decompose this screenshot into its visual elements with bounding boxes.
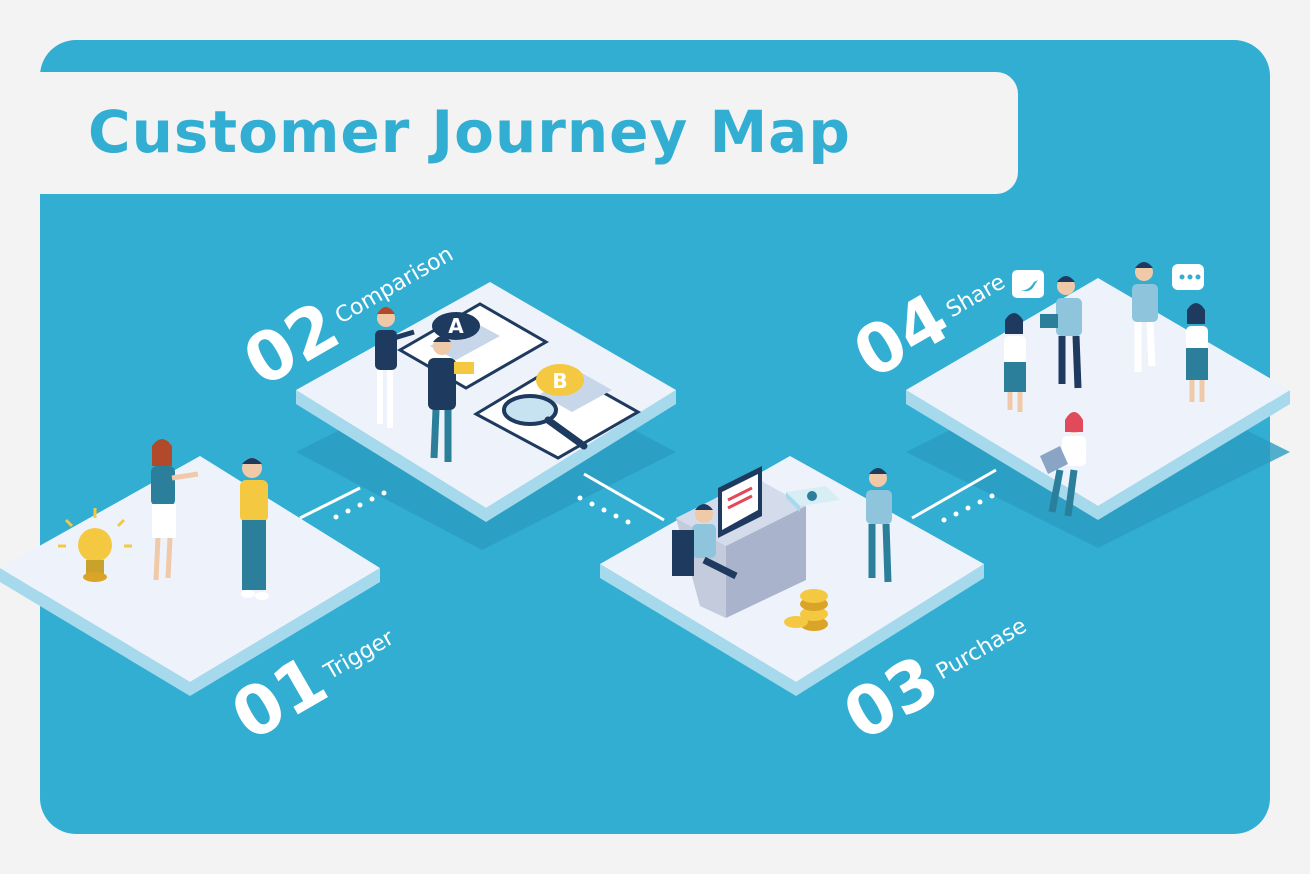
page-title: Customer Journey Map xyxy=(88,98,851,166)
search-icon xyxy=(502,394,588,450)
woman-sharing-figure xyxy=(1004,313,1026,412)
businessman-figure xyxy=(428,336,474,462)
man-with-tablet-figure xyxy=(1040,276,1082,389)
twitter-icon xyxy=(1012,270,1044,298)
platform-trigger xyxy=(0,456,380,696)
coin-stack-icon xyxy=(784,589,828,631)
seated-person-figure xyxy=(672,504,738,580)
connector-03-04 xyxy=(911,468,997,523)
chat-bubble-icon xyxy=(1172,264,1204,290)
money-stack-icon xyxy=(786,486,840,512)
woman-figure xyxy=(151,439,199,581)
laptop-woman-figure xyxy=(1040,412,1086,517)
monitor-icon xyxy=(718,466,762,538)
step-label-share: Share xyxy=(942,270,1009,323)
connector-01-02 xyxy=(299,486,387,520)
man-figure xyxy=(240,458,269,600)
badge-a: A xyxy=(432,312,480,340)
connector-02-03 xyxy=(577,472,665,525)
step-label-trigger: Trigger xyxy=(319,625,399,686)
businesswoman-figure xyxy=(375,307,415,428)
laptop-icon xyxy=(1040,446,1068,474)
lightbulb-icon xyxy=(58,508,132,582)
title-banner: Customer Journey Map xyxy=(40,72,1018,194)
badge-b-label: B xyxy=(552,369,567,393)
man-standing-figure xyxy=(1132,262,1158,372)
standing-customer-figure xyxy=(866,468,892,583)
step-label-purchase: Purchase xyxy=(932,613,1031,685)
badge-a-label: A xyxy=(448,314,464,338)
woman-talking-figure xyxy=(1186,303,1208,402)
badge-b: B xyxy=(536,364,584,396)
